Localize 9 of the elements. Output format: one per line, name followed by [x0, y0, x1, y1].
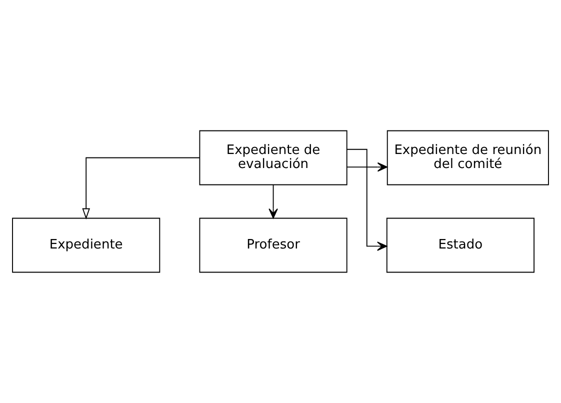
node-box: Expediente de reunión del comité: [386, 130, 549, 186]
node-box: Estado: [386, 218, 534, 273]
node-box: Profesor: [199, 218, 348, 273]
arrow: [346, 162, 388, 172]
arrow: [82, 157, 200, 220]
node-box: Expediente: [12, 218, 160, 273]
node-box: Expediente de evaluación: [199, 130, 348, 186]
arrow: [268, 184, 278, 219]
arrow: [346, 148, 388, 251]
